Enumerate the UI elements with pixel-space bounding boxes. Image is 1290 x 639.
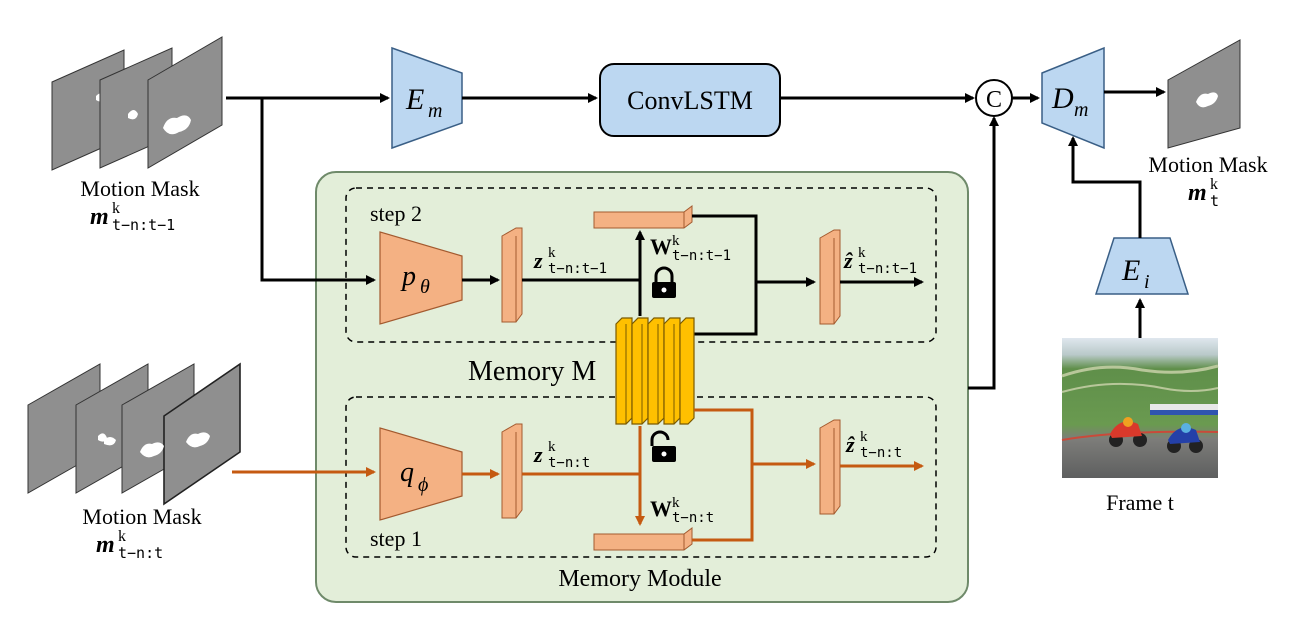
zhat-full-vector	[819, 419, 841, 515]
memory-slot	[647, 317, 665, 425]
svg-text:ϕ: ϕ	[418, 474, 428, 496]
svg-text:t−n:t−1: t−n:t−1	[858, 261, 917, 277]
frame-caption: Frame t	[1106, 490, 1174, 515]
svg-text:p: p	[400, 261, 416, 292]
memory-slot	[679, 317, 695, 425]
svg-text:m: m	[428, 100, 442, 122]
lock-icon	[652, 266, 676, 298]
svg-text:k: k	[112, 200, 120, 217]
svg-text:z: z	[533, 248, 543, 273]
svg-text:t−n:t−1: t−n:t−1	[112, 216, 175, 234]
svg-text:E: E	[405, 83, 424, 116]
unlock-icon	[650, 430, 676, 462]
motorbike-blue	[1167, 423, 1203, 453]
convlstm-block	[599, 63, 781, 137]
svg-text:k: k	[860, 429, 868, 445]
output-mask	[1167, 39, 1241, 149]
memory-slot	[631, 317, 649, 425]
motorbike-red	[1109, 417, 1147, 447]
svg-text:t−n:t: t−n:t	[672, 510, 714, 526]
line-wfull-to-zhat-full	[692, 464, 754, 542]
arrow-masks-to-ptheta	[260, 98, 376, 285]
svg-text:ẑ: ẑ	[843, 248, 853, 273]
w-past-label: W k t−n:t−1	[650, 233, 731, 264]
svg-text:E: E	[1121, 254, 1140, 287]
svg-text:t−n:t−1: t−n:t−1	[548, 261, 607, 277]
step2-dashed-box	[345, 187, 937, 343]
mask-stack-full	[27, 362, 241, 506]
ptheta-label: p θ	[400, 261, 430, 298]
image-encoder-ei-label: E i	[1121, 254, 1150, 293]
concat-symbol: C	[986, 87, 1002, 113]
prior-network-ptheta	[379, 231, 463, 325]
svg-text:m: m	[1188, 180, 1207, 206]
line-memory-to-zhat-full	[694, 408, 754, 464]
mask-past-caption: Motion Mask	[80, 176, 199, 201]
qphi-label: q ϕ	[400, 457, 428, 496]
svg-text:m: m	[96, 532, 115, 558]
svg-text:W: W	[650, 496, 672, 521]
step1-dashed-box	[345, 396, 937, 558]
decoder-dm	[1041, 46, 1105, 150]
mask-full-caption: Motion Mask	[82, 504, 201, 529]
encoder-em-label: E m	[405, 83, 442, 122]
convlstm-label: ConvLSTM	[627, 86, 753, 115]
z-past-label: z k t−n:t−1	[533, 245, 607, 277]
z-past-vector	[501, 227, 523, 323]
mask-full-symbol: m k t−n:t	[96, 528, 163, 562]
svg-text:k: k	[672, 495, 680, 511]
svg-text:k: k	[1210, 176, 1218, 193]
svg-text:W: W	[650, 234, 672, 259]
memory-slot	[615, 317, 633, 425]
svg-text:t: t	[1210, 192, 1219, 210]
memory-bank	[615, 317, 695, 425]
svg-text:i: i	[1144, 271, 1150, 293]
posterior-network-qphi	[379, 427, 463, 521]
decoder-dm-label: D m	[1051, 82, 1088, 121]
memory-label: Memory M	[468, 356, 596, 387]
memory-module-title: Memory Module	[558, 566, 721, 592]
svg-text:ẑ: ẑ	[845, 432, 855, 457]
w-full-vector	[593, 527, 693, 551]
mask-stack-past	[51, 36, 223, 171]
w-full-label: W k t−n:t	[650, 495, 714, 526]
output-mask-symbol: m k t	[1188, 176, 1219, 210]
zhat-past-vector	[819, 229, 841, 325]
arrow-ei-to-dm	[1068, 136, 1142, 238]
svg-text:k: k	[548, 439, 556, 455]
svg-text:k: k	[548, 245, 556, 261]
svg-text:m: m	[1074, 99, 1088, 121]
arrow-wpast-to-zhat-past	[692, 214, 816, 287]
svg-text:k: k	[672, 233, 680, 249]
step1-label: step 1	[370, 526, 422, 551]
line-memory-to-zhat-past	[688, 282, 758, 336]
step2-label: step 2	[370, 201, 422, 226]
svg-text:z: z	[533, 442, 543, 467]
svg-text:k: k	[858, 245, 866, 261]
frame-image	[1061, 338, 1219, 478]
z-full-vector	[501, 423, 523, 519]
svg-text:k: k	[118, 528, 126, 545]
image-encoder-ei	[1094, 237, 1190, 295]
svg-text:t−n:t: t−n:t	[860, 445, 902, 461]
svg-text:q: q	[400, 457, 414, 488]
svg-text:D: D	[1051, 82, 1074, 115]
z-full-label: z k t−n:t	[533, 439, 590, 471]
svg-text:t−n:t: t−n:t	[548, 455, 590, 471]
zhat-past-label: ẑ k t−n:t−1	[843, 245, 917, 277]
w-past-vector	[593, 205, 693, 229]
mask-past-symbol: m k t−n:t−1	[90, 200, 175, 234]
svg-text:m: m	[90, 204, 109, 230]
svg-text:θ: θ	[420, 276, 430, 298]
encoder-em	[391, 46, 463, 150]
svg-text:t−n:t: t−n:t	[118, 544, 163, 562]
svg-text:t−n:t−1: t−n:t−1	[672, 248, 731, 264]
zhat-full-label: ẑ k t−n:t	[845, 429, 902, 461]
arrow-memory-to-concat	[968, 116, 999, 390]
output-mask-caption: Motion Mask	[1148, 152, 1267, 177]
memory-slot	[663, 317, 681, 425]
